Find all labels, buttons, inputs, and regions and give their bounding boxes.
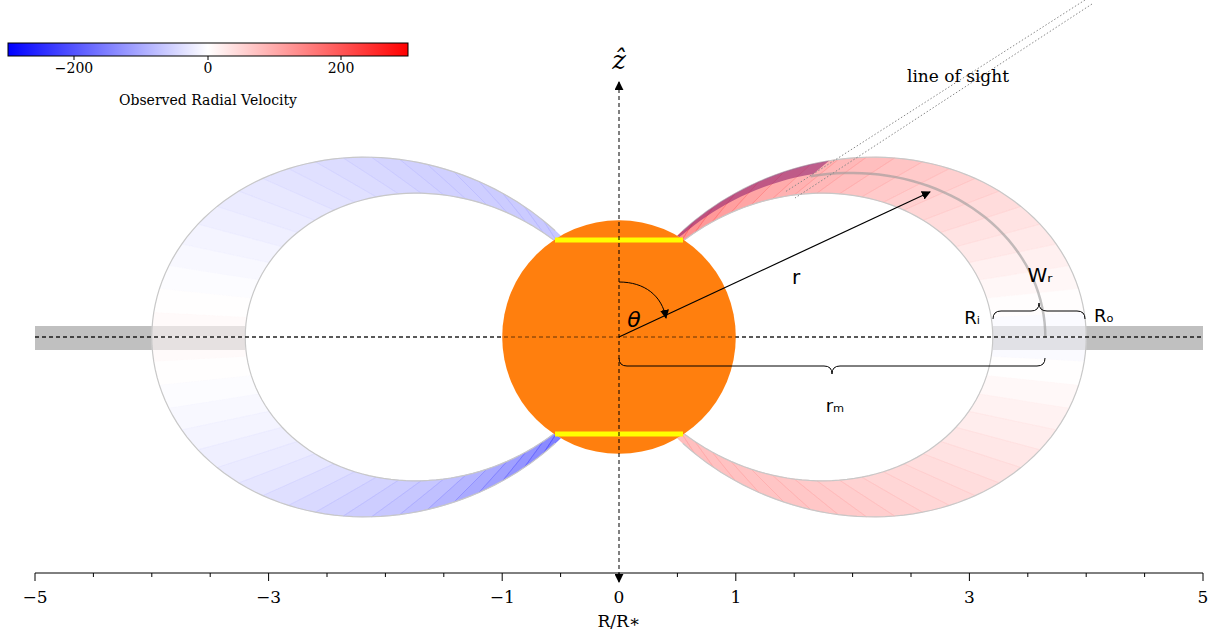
- colorbar-label: 200: [328, 61, 355, 76]
- radius-label: rₘ: [826, 396, 845, 416]
- width-brace: [993, 303, 1085, 319]
- axis-tick: [151, 573, 152, 577]
- colorbar-tick: [208, 56, 209, 60]
- axis-tick: [619, 573, 620, 581]
- line-of-sight: [785, 0, 1085, 192]
- tick-label: 1: [730, 588, 741, 607]
- axis-tick: [385, 573, 386, 577]
- tick-label: 0: [614, 588, 625, 607]
- axis-tick: [735, 573, 736, 581]
- axis-name: ẑ: [612, 46, 626, 75]
- tick-label: 3: [964, 588, 975, 607]
- radius-vector: [619, 192, 930, 337]
- colorbar-tick: [341, 56, 342, 60]
- width-label: Wᵣ: [1028, 264, 1053, 286]
- radius-brace: [619, 358, 1045, 374]
- axis-tick: [502, 573, 503, 581]
- axis-tick: [327, 573, 328, 577]
- axis-tick: [268, 573, 269, 581]
- colorbar-label: 0: [204, 61, 213, 76]
- axis-tick: [93, 573, 94, 577]
- axis-tick: [443, 573, 444, 577]
- colorbar-title: Observed Radial Velocity: [119, 93, 297, 108]
- colorbar: [8, 43, 408, 56]
- radius-label: r: [792, 266, 800, 288]
- annotation: line of sight: [907, 67, 1009, 86]
- axis-tick: [210, 573, 211, 577]
- axis-title: R/R∗: [598, 612, 641, 631]
- radius-label: Rᵢ: [964, 308, 980, 328]
- axis-tick: [560, 573, 561, 577]
- axis-tick: [794, 573, 795, 577]
- tick-label: 5: [1198, 588, 1209, 607]
- absorption-region: [677, 161, 829, 237]
- angle-label: θ: [627, 308, 640, 332]
- axis-tick: [1203, 573, 1204, 581]
- axis-tick: [911, 573, 912, 577]
- line-of-sight: [795, 4, 1092, 198]
- tick-label: −5: [22, 588, 47, 607]
- z-axis: [619, 82, 620, 582]
- axis-tick: [852, 573, 853, 577]
- colorbar-tick: [74, 56, 75, 60]
- colorbar-label: −200: [55, 61, 93, 76]
- tick-label: −1: [490, 588, 515, 607]
- tick-label: −3: [256, 588, 281, 607]
- axis-tick: [1027, 573, 1028, 577]
- axis-tick: [35, 573, 36, 581]
- radius-label: Rₒ: [1094, 306, 1114, 326]
- axis-tick: [677, 573, 678, 577]
- axis-tick: [969, 573, 970, 581]
- field-line: [811, 173, 1046, 337]
- axis-tick: [1086, 573, 1087, 577]
- axis-tick: [1144, 573, 1145, 577]
- angle-arc: [619, 282, 666, 318]
